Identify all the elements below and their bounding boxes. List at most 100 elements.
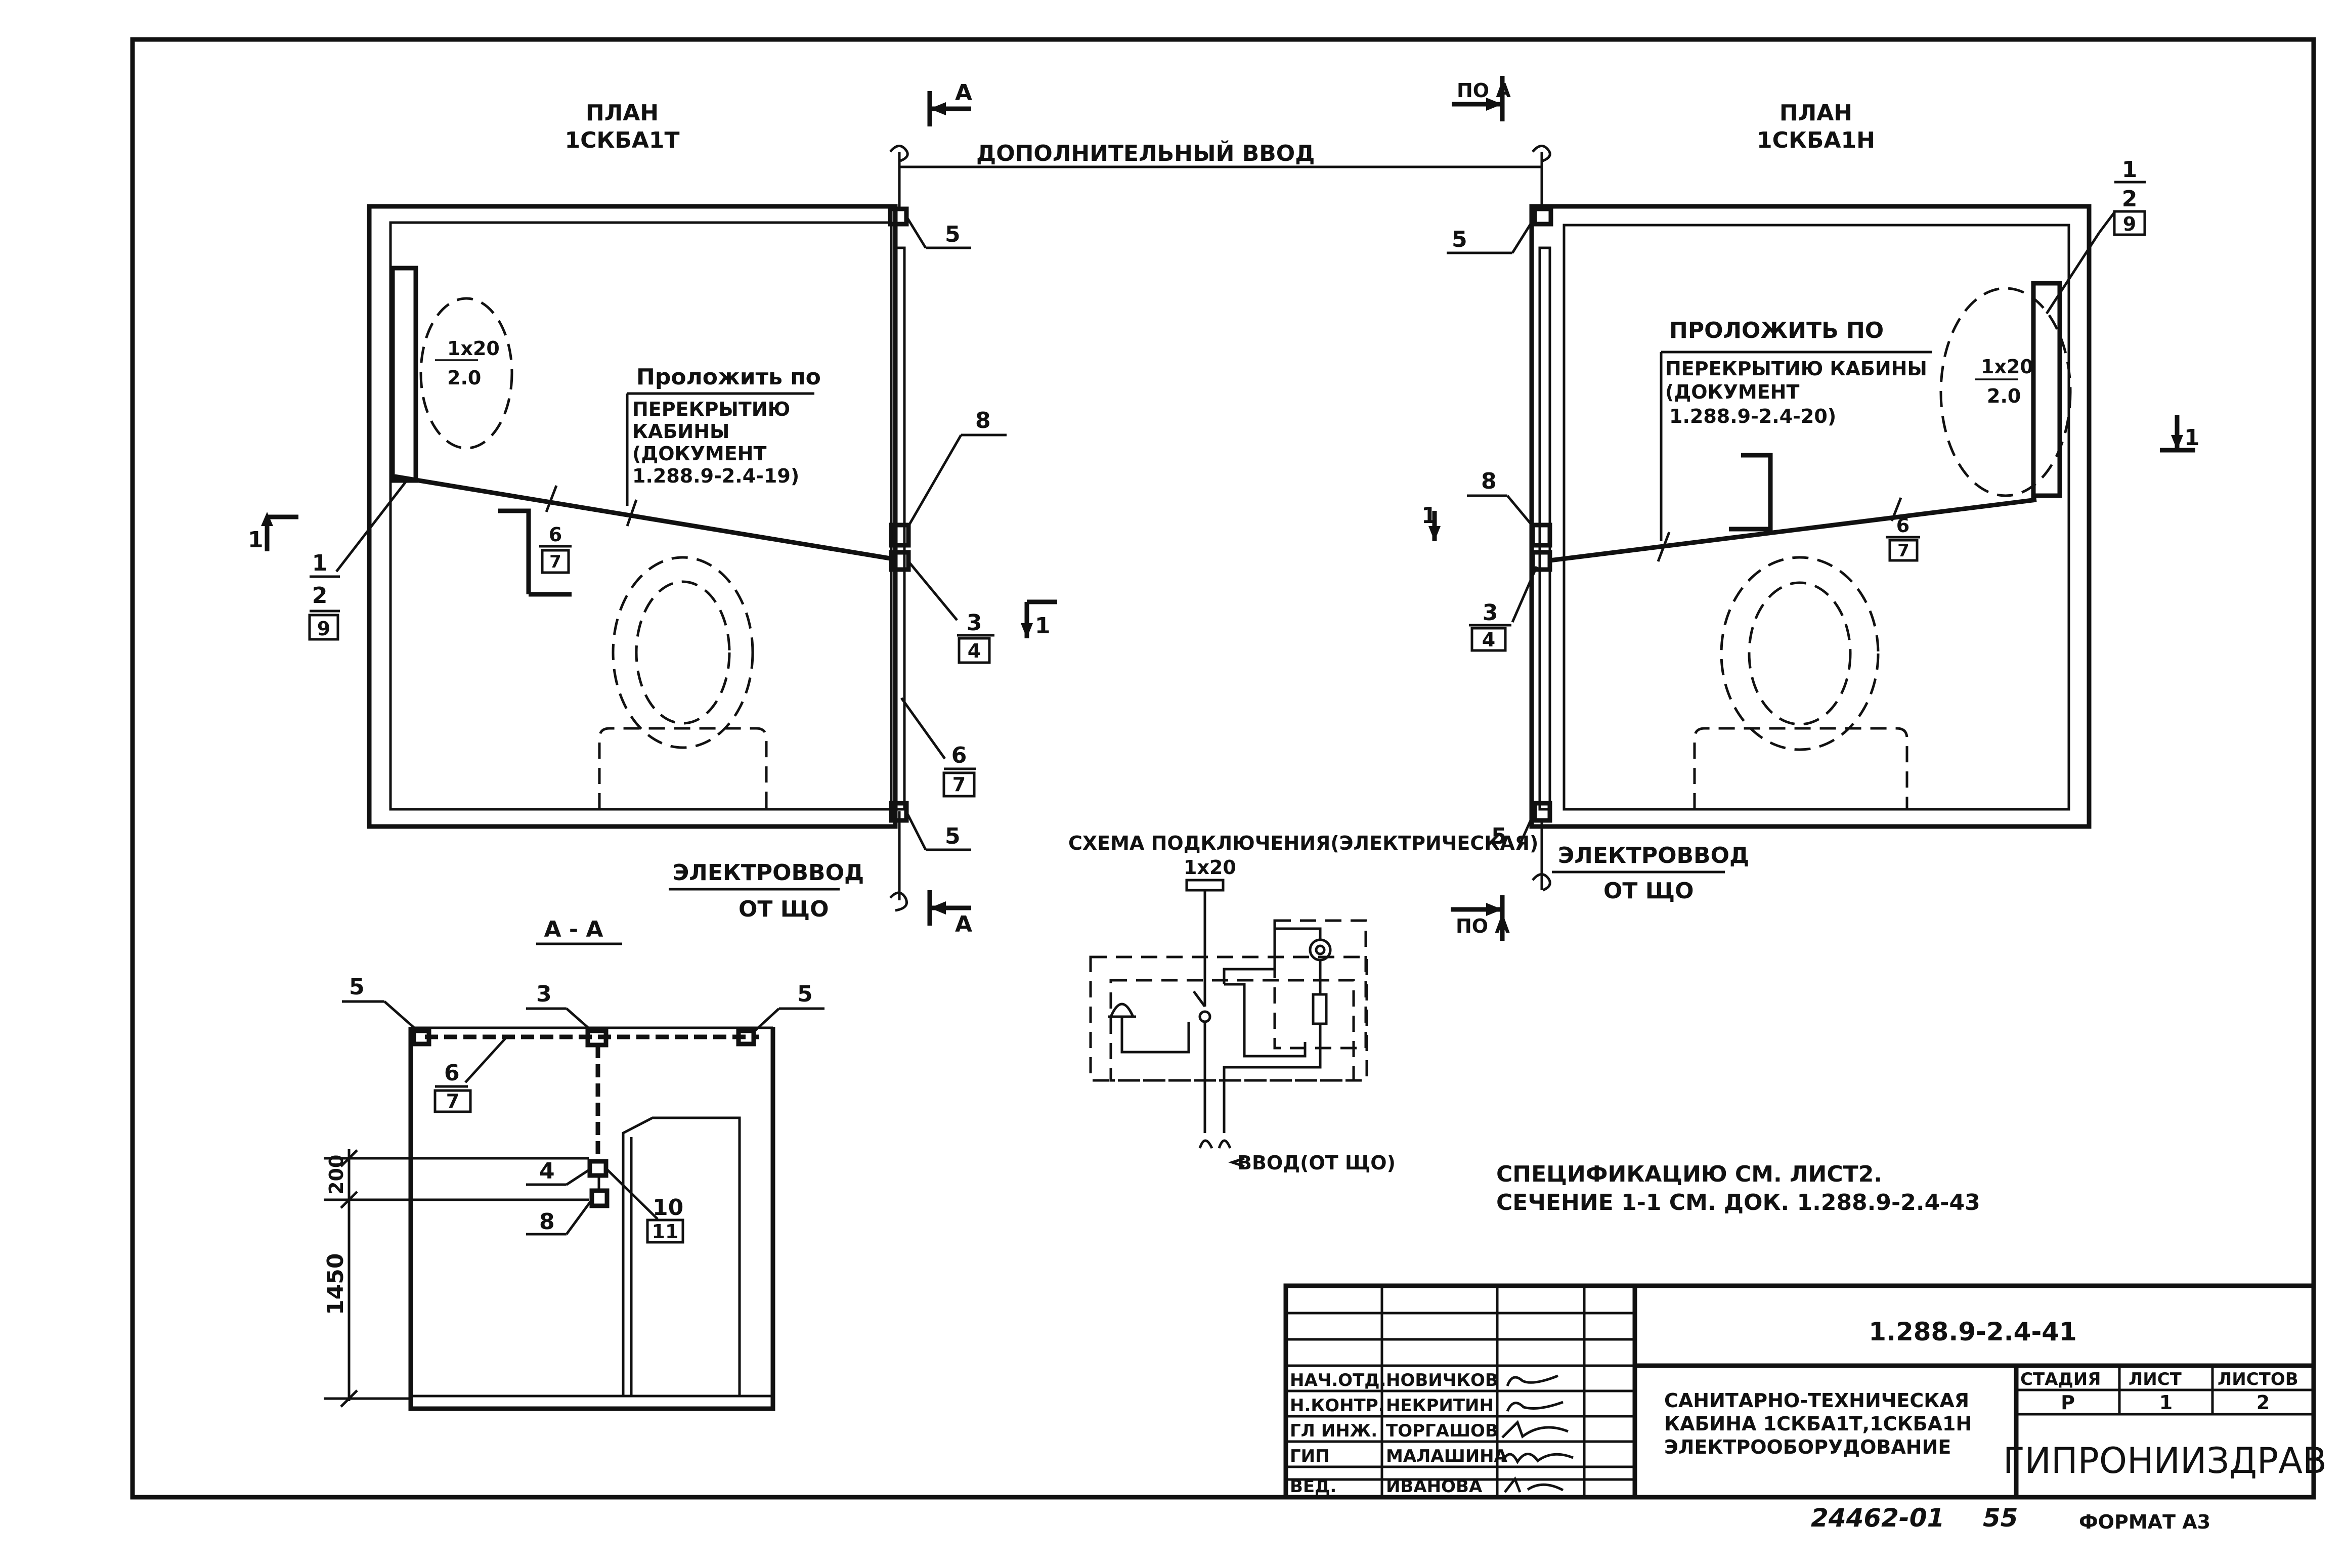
leader-right-1: 1 [2122, 157, 2138, 183]
plan-left-title: ПЛАН [586, 100, 659, 126]
title-block: 1.288.9-2.4-41 НАЧ.ОТД. Н.КОНТР. ГЛ ИНЖ.… [1283, 1283, 2327, 1500]
leader-right-4: 4 [1482, 629, 1495, 651]
aa-leader-5a: 5 [349, 974, 365, 1000]
note-section: СЕЧЕНИЕ 1-1 СМ. ДОК. 1.288.9-2.4-43 [1496, 1190, 1980, 1215]
switch-box-right [1530, 522, 1552, 548]
note-spec: СПЕЦИФИКАЦИЮ СМ. ЛИСТ2. [1496, 1161, 1882, 1187]
switch-box [889, 522, 911, 548]
route-left-l1: ПЕРЕКРЫТИЮ [632, 398, 790, 420]
scheme-title: СХЕМА ПОДКЛЮЧЕНИЯ(ЭЛЕКТРИЧЕСКАЯ) [1068, 832, 1538, 854]
plan-left-code: 1СКБА1Т [565, 127, 679, 153]
footer-page: 55 [1983, 1503, 2018, 1533]
section-aa-title: А - А [544, 917, 603, 942]
cabin-inner-wall [389, 221, 893, 811]
tb-role-1: НАЧ.ОТД. [1290, 1370, 1386, 1390]
toilet-tank [598, 727, 768, 809]
tb-role-3: ГЛ ИНЖ. [1290, 1421, 1377, 1441]
tb-desc-2: КАБИНА 1СКБА1Т,1СКБА1Н [1664, 1413, 1972, 1435]
leader-left-4: 4 [968, 640, 981, 662]
tb-name-2: НЕКРИТИН [1386, 1396, 1494, 1416]
wash-fixture [390, 266, 418, 483]
leader-left-7b: 7 [952, 773, 966, 796]
aa-leader-3: 3 [536, 981, 552, 1007]
socket-box [889, 550, 911, 572]
scheme-lamp: 1х20 [1184, 856, 1236, 879]
signature-2 [1506, 1401, 1564, 1412]
tb-sheet: 1 [2159, 1391, 2173, 1414]
leader-left-6b: 6 [951, 743, 967, 768]
extra-feed: ДОПОЛНИТЕЛЬНЫЙ ВВОД А А ПО А ПО А [889, 76, 1551, 941]
signature-3 [1501, 1420, 1569, 1439]
feed-right-label: ЭЛЕКТРОВВОД [1558, 843, 1749, 868]
leader-left-5a: 5 [945, 222, 961, 247]
tb-stage: Р [2061, 1391, 2075, 1414]
junction-box-top [888, 206, 909, 227]
cabin-inner-wall-right [1562, 224, 2070, 811]
route-left-l2: КАБИНЫ [632, 420, 729, 443]
toilet-bowl-outer [612, 556, 754, 749]
toilet-bowl-inner-right [1748, 581, 1852, 726]
aa-leader-7: 7 [446, 1090, 459, 1112]
tb-desc-1: САНИТАРНО-ТЕХНИЧЕСКАЯ [1664, 1389, 1969, 1412]
plan-right-title: ПЛАН [1779, 100, 1852, 126]
leader-right-7: 7 [1897, 541, 1909, 561]
door-jamb [893, 246, 906, 811]
leader-left-2: 2 [312, 583, 328, 608]
fixture-left-bottom: 2.0 [447, 367, 481, 389]
route-left-l4: 1.288.9-2.4-19) [632, 465, 799, 487]
tb-name-1: НОВИЧКОВ [1386, 1370, 1498, 1390]
tb-name-3: ТОРГАШОВ [1386, 1421, 1498, 1441]
leader-right-6: 6 [1896, 514, 1909, 537]
tb-desc-3: ЭЛЕКТРООБОРУДОВАНИЕ [1664, 1436, 1951, 1458]
leader-right-5b: 5 [1491, 823, 1507, 849]
leader-right-2: 2 [2122, 186, 2138, 212]
aa-leader-4: 4 [539, 1158, 555, 1184]
toilet-bowl-outer-right [1720, 556, 1880, 751]
section-aa: А - А 5 3 5 6 7 4 8 [323, 917, 824, 1411]
plan-right-code: 1СКБА1Н [1757, 127, 1875, 153]
tb-org: ГИПРОНИИЗДРАВ [2003, 1440, 2327, 1482]
section-right-left-marker: 1 [1421, 503, 1437, 529]
route-right-l1: ПЕРЕКРЫТИЮ КАБИНЫ [1665, 358, 1927, 380]
plan-left: ПЛАН 1СКБА1Т 1х20 2.0 Проложить по ПЕРЕК… [248, 100, 1057, 922]
cable-run-right [1549, 497, 2037, 563]
leader-right-9: 9 [2123, 213, 2136, 235]
socket-box-right [1530, 550, 1552, 572]
junction-box-top-right [1532, 206, 1553, 227]
extra-feed-label: ДОПОЛНИТЕЛЬНЫЙ ВВОД [976, 140, 1315, 166]
signature-5 [1504, 1476, 1564, 1493]
section-break [498, 508, 572, 597]
section-a-top-left: А [955, 80, 972, 106]
section-a-bottom-left: А [955, 911, 972, 937]
leader-right-3: 3 [1483, 600, 1498, 626]
fixture-right-bottom: 2.0 [1987, 385, 2021, 407]
lamp-outline [419, 297, 513, 450]
leader-left-5b: 5 [945, 823, 961, 849]
leader-left-8: 8 [975, 408, 991, 433]
aa-dim-1450: 1450 [323, 1253, 349, 1315]
cable-run [394, 474, 897, 562]
signature-1 [1506, 1374, 1558, 1386]
toilet-bowl-inner [635, 580, 731, 725]
lamp-outline-right [1939, 287, 2072, 497]
tb-sheet-header: ЛИСТ [2129, 1369, 2182, 1389]
leader-right-5a: 5 [1452, 227, 1467, 252]
route-left-label: Проложить по [636, 364, 821, 390]
aa-dim-200: 200 [325, 1155, 348, 1195]
fixture-right-top: 1х20 [1981, 356, 2033, 378]
footer-format: ФОРМАТ А3 [2079, 1511, 2210, 1533]
feed-right-from: ОТ ЩО [1603, 878, 1694, 904]
scheme-feed: ВВОД(ОТ ЩО) [1237, 1152, 1396, 1174]
plan-right: ПЛАН 1СКБА1Н 1х20 2.0 ПРОЛОЖИТЬ ПО ПЕРЕК… [1421, 100, 2200, 904]
footer-inventory: 24462-01 [1811, 1503, 1944, 1533]
fixture-left-top: 1х20 [447, 337, 500, 360]
signature-4 [1501, 1453, 1574, 1464]
feed-left-from: ОТ ЩО [739, 896, 829, 922]
leader-left-7a: 7 [549, 552, 561, 572]
aa-leader-11: 11 [652, 1221, 679, 1243]
junction-box-bottom-right [1532, 801, 1552, 823]
section-right-right-marker: 1 [2184, 425, 2200, 451]
tb-role-2: Н.КОНТР. [1290, 1396, 1385, 1416]
section-left-marker: 1 [248, 527, 264, 553]
tb-name-5: ИВАНОВА [1386, 1476, 1483, 1497]
